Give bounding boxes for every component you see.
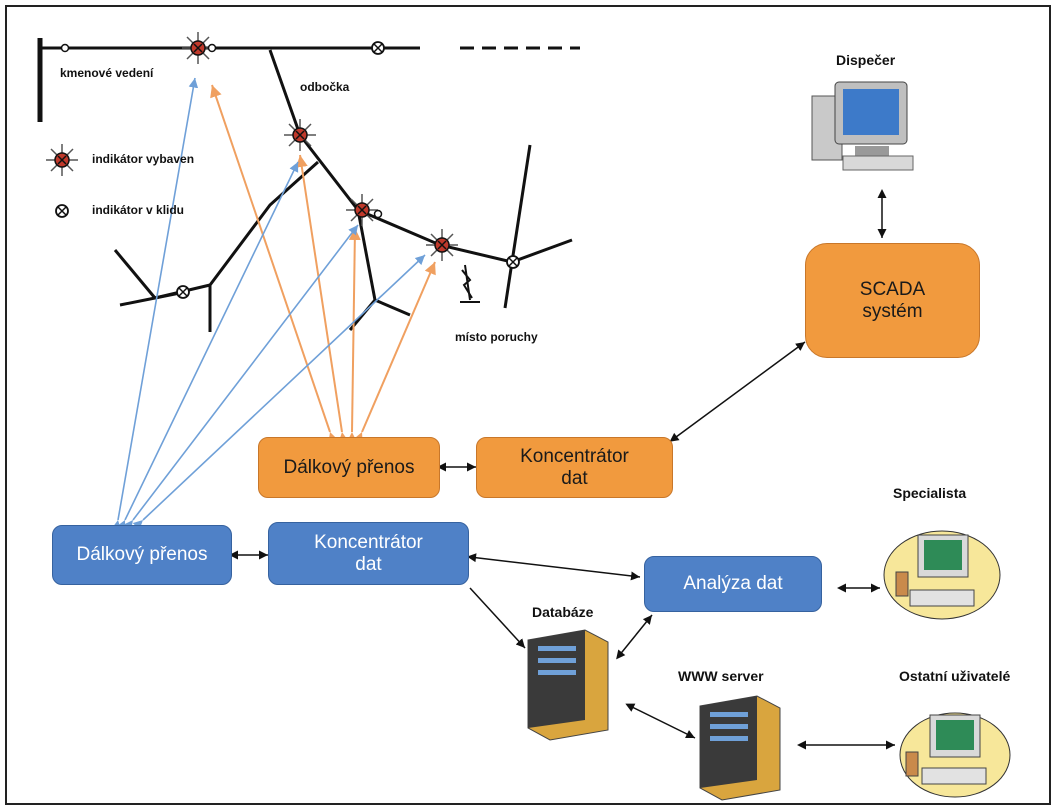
branch-spur-up — [510, 144, 532, 263]
indicator-idle-icon — [371, 41, 385, 55]
diagram-frame — [5, 5, 1051, 805]
data-analysis-box: Analýza dat — [644, 556, 822, 612]
legend-triggered-label: indikátor vybaven — [92, 152, 195, 166]
scada-system-box: SCADA systém — [805, 243, 980, 358]
legend-idle-label: indikátor v klidu — [92, 203, 185, 217]
indicator-idle-icon — [176, 285, 190, 299]
trunk-node-icon — [207, 43, 217, 53]
orange-data-concentrator-box: Koncentrátor dat — [476, 437, 673, 498]
orange-radio-links — [210, 84, 436, 446]
blue-radio-links — [111, 77, 426, 531]
fault-lightning-icon — [461, 269, 473, 299]
dispatcher-computer-icon — [811, 81, 914, 171]
indicator-triggered-icon — [346, 194, 378, 226]
lateral-spur-1 — [113, 249, 157, 299]
web-server-label: WWW server — [678, 668, 764, 684]
indicator-triggered-icon — [426, 229, 458, 261]
database-label: Databáze — [532, 604, 594, 620]
legend-triggered-icon — [46, 144, 78, 176]
indicator-idle-icon — [506, 255, 520, 269]
specialist-computer-icon — [883, 530, 1001, 620]
blue-data-concentrator-box: Koncentrátor dat — [268, 522, 469, 585]
indicator-triggered-icon — [284, 119, 316, 151]
indicator-triggered-icon — [182, 32, 214, 64]
branch-label: odbočka — [300, 80, 350, 94]
other-users-computer-icon — [899, 712, 1011, 798]
other-users-label: Ostatní uživatelé — [899, 668, 1011, 684]
www-server-icon — [699, 695, 781, 801]
branch-node-icon — [373, 209, 383, 219]
indicators — [60, 32, 520, 299]
dispatcher-label: Dispečer — [836, 52, 896, 68]
orange-remote-transfer-box: Dálkový přenos — [258, 437, 440, 498]
trunk-node-icon — [60, 43, 70, 53]
sub-branch — [356, 209, 411, 317]
trunk-label: kmenové vedení — [60, 66, 154, 80]
blue-remote-transfer-box: Dálkový přenos — [52, 525, 232, 585]
specialist-label: Specialista — [893, 485, 967, 501]
legend-idle-icon — [55, 204, 69, 218]
database-server-icon — [527, 629, 609, 741]
branch-spur-down — [503, 261, 514, 309]
system-connectors — [229, 189, 895, 750]
fault-location-label: místo poruchy — [455, 330, 538, 344]
